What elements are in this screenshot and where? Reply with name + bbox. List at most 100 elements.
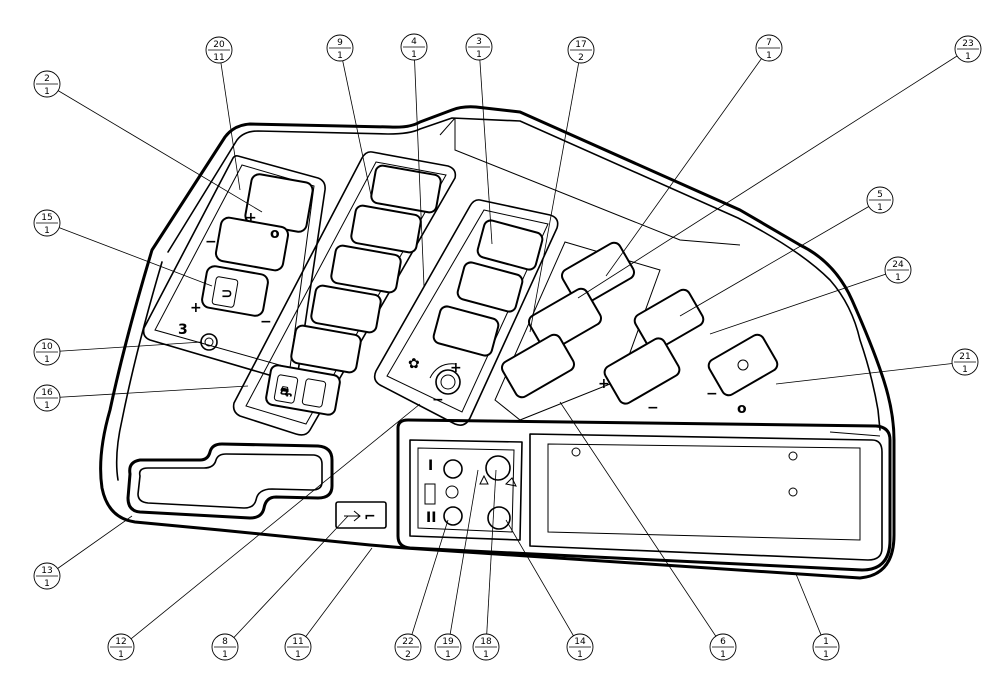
- callout-bubble: 161: [33, 384, 61, 412]
- leader-line: [775, 361, 966, 385]
- panel-symbol: +: [450, 360, 462, 376]
- socket-4[interactable]: [487, 506, 511, 530]
- callout-bubble: 111: [284, 633, 312, 661]
- leader-line: [679, 199, 881, 317]
- leader-line: [46, 385, 249, 399]
- socket-1[interactable]: [443, 459, 463, 479]
- callout-quantity: 1: [337, 51, 343, 61]
- leader-line: [46, 341, 203, 353]
- callout-bubble: 31: [465, 33, 493, 61]
- cluster-switch-5[interactable]: [706, 332, 780, 398]
- callout-item-number: 13: [41, 566, 52, 576]
- panel-symbol: I: [428, 458, 433, 474]
- leader-line: [709, 269, 899, 335]
- panel-symbol: −: [706, 386, 718, 402]
- callout-bubble: 241: [884, 256, 912, 284]
- seat-icon: ⌐: [364, 509, 376, 525]
- bank-switch-2[interactable]: [350, 204, 422, 254]
- callout-bubble: 21: [33, 70, 61, 98]
- callout-bubble: 101: [33, 338, 61, 366]
- callout-quantity: 1: [44, 355, 50, 365]
- callout-bubble: 11: [812, 633, 840, 661]
- callout-bubble: 91: [326, 34, 354, 62]
- socket-3[interactable]: [485, 455, 511, 481]
- bank-switch-5[interactable]: [290, 324, 362, 374]
- bank-switch-3[interactable]: [330, 244, 402, 294]
- bank-switch-4[interactable]: [310, 284, 382, 334]
- storage-tray: [396, 418, 892, 572]
- cluster-switch-4[interactable]: [632, 287, 706, 353]
- leader-line: [605, 47, 770, 277]
- callout-quantity: 1: [766, 51, 772, 61]
- rotary-knob-large[interactable]: [435, 369, 461, 395]
- callout-bubble: 71: [755, 34, 783, 62]
- bank-switch-1[interactable]: [370, 164, 442, 214]
- callout-quantity: 1: [44, 87, 50, 97]
- callout-item-number: 4: [411, 37, 417, 47]
- callout-bubble: 222: [394, 633, 422, 661]
- cluster-blank[interactable]: [602, 336, 682, 406]
- callout-bubble: 81: [211, 633, 239, 661]
- callout-item-number: 8: [222, 637, 228, 647]
- callout-quantity: 1: [965, 52, 971, 62]
- callout-item-number: 21: [959, 352, 970, 362]
- leader-line: [407, 519, 449, 648]
- panel-symbol: II: [426, 510, 436, 526]
- callout-item-number: 16: [41, 388, 53, 398]
- leader-line: [46, 222, 213, 287]
- panel-symbol: o: [737, 401, 747, 417]
- leader-line: [224, 515, 349, 648]
- callout-item-number: 11: [292, 637, 303, 647]
- panel-symbol: +: [245, 210, 257, 226]
- road-icon: ⛐: [280, 384, 292, 400]
- bank-switch-6[interactable]: [265, 364, 341, 416]
- module-switch-1[interactable]: [476, 219, 544, 271]
- leader-line: [120, 403, 421, 648]
- fog-light-switch[interactable]: [201, 265, 269, 317]
- center-switch-bank: ⛐: [232, 151, 457, 436]
- leader-line: [577, 48, 969, 299]
- leader-line: [46, 515, 133, 577]
- callout-quantity: 2: [405, 650, 411, 660]
- callout-quantity: 1: [44, 579, 50, 589]
- callout-bubble: 151: [33, 209, 61, 237]
- callout-item-number: 19: [442, 637, 454, 647]
- module-switch-3[interactable]: [432, 305, 500, 357]
- callout-quantity: 1: [823, 650, 829, 660]
- callout-quantity: 1: [118, 650, 124, 660]
- callout-quantity: 1: [877, 203, 883, 213]
- callout-item-number: 3: [476, 37, 482, 47]
- panel-symbol: −: [260, 314, 272, 330]
- cluster-switch-3[interactable]: [499, 332, 576, 400]
- console-body: [99, 105, 896, 580]
- callout-item-number: 22: [402, 637, 413, 647]
- callout-bubble: 41: [400, 33, 428, 61]
- callout-item-number: 20: [213, 40, 225, 50]
- rotary-knob-small[interactable]: [200, 333, 218, 351]
- callout-quantity: 1: [44, 226, 50, 236]
- callout-quantity: 1: [295, 650, 301, 660]
- leader-line: [413, 46, 425, 287]
- callout-item-number: 17: [575, 40, 586, 50]
- callout-item-number: 6: [720, 637, 726, 647]
- panel-symbol: −: [432, 392, 444, 408]
- socket-2[interactable]: [443, 506, 463, 526]
- module-switch-2[interactable]: [456, 261, 524, 313]
- callout-bubble: 141: [566, 633, 594, 661]
- callout-item-number: 9: [337, 38, 343, 48]
- callout-quantity: 1: [962, 365, 968, 375]
- leader-line: [218, 49, 241, 191]
- callout-quantity: 1: [895, 273, 901, 283]
- fog-icon: ⊃: [221, 286, 233, 302]
- leader-line: [46, 83, 263, 213]
- callout-bubble: 61: [709, 633, 737, 661]
- blank-switch-mid[interactable]: [214, 216, 290, 272]
- panel-symbol: +: [598, 376, 610, 392]
- callout-bubble: 191: [434, 633, 462, 661]
- callout-item-number: 5: [877, 190, 883, 200]
- callout-quantity: 1: [483, 650, 489, 660]
- cluster-switch-2[interactable]: [526, 286, 603, 354]
